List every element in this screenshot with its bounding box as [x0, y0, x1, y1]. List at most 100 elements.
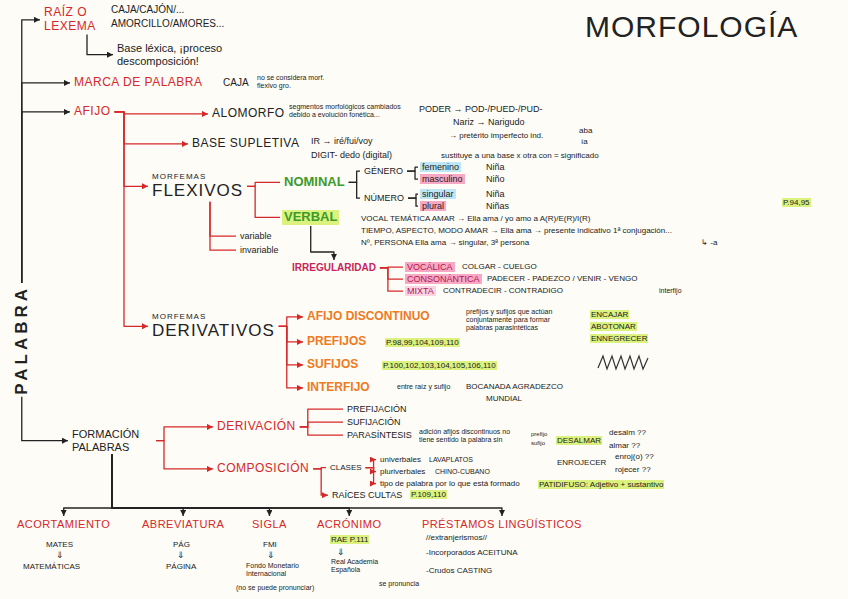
- concept-node: SIGLA: [250, 518, 289, 531]
- node-text: VERBAL: [284, 210, 337, 225]
- node-text: GÉNERO: [364, 166, 403, 176]
- node-text: AFIJO DISCONTINUO: [307, 310, 430, 324]
- node-text: MIXTA: [407, 286, 434, 296]
- node-text: RAÍZ O LEXEMA: [44, 6, 106, 34]
- concept-node: COMPOSICIÓN: [215, 462, 311, 476]
- node-text: ALOMORFO: [212, 107, 285, 121]
- note-text: (no se puede pronunciar): [235, 584, 315, 592]
- note-text: P.109,110: [410, 490, 447, 499]
- connector: [22, 83, 70, 283]
- connector: [300, 422, 343, 427]
- concept-node: tipo de palabra por lo que está formado: [378, 479, 522, 488]
- scribble: [598, 356, 648, 369]
- note-text: P.98,99,104,109,110: [385, 338, 460, 347]
- node-text: invariable: [240, 245, 279, 255]
- note-text: se pronuncia: [378, 580, 420, 588]
- note-text: //extranjerismos//: [425, 533, 488, 542]
- connector: [279, 326, 303, 388]
- node-text: Base léxica, ¡proceso descomposición!: [117, 42, 247, 67]
- connector: [366, 460, 376, 468]
- concept-node: femenino: [420, 162, 461, 172]
- node-text: singular: [422, 189, 454, 199]
- node-text: FLEXIVOS: [152, 181, 243, 201]
- concept-node: BASE SUPLETIVA: [190, 137, 301, 151]
- connector: [210, 202, 236, 250]
- concept-node: SUFIJOS: [305, 358, 360, 372]
- note-text: Niñas: [485, 201, 510, 211]
- note-text: prefijos y sufijos que actúan conjuntame…: [465, 308, 577, 332]
- note-text: Niño: [485, 174, 506, 184]
- note-text: LAVAPLATOS: [428, 456, 474, 464]
- node-text: COMPOSICIÓN: [217, 462, 309, 476]
- note-text: ⇓: [266, 550, 276, 560]
- note-text: PADECER - PADEZCO / VENIR - VENGO: [486, 274, 638, 283]
- concept-node: ACRÓNIMO: [315, 518, 384, 531]
- note-text: DESALMAR: [556, 436, 602, 445]
- concept-node: masculino: [420, 174, 465, 184]
- node-text: MARCA DE PALABRA: [74, 76, 202, 90]
- node-text: DERIVATIVOS: [152, 321, 275, 341]
- node-text: FORMACIÓN PALABRAS: [72, 428, 152, 453]
- note-text: Nº, PERSONA Ella ama → singular, 3ª pers…: [360, 238, 530, 247]
- note-text: TIEMPO, ASPECTO, MODO AMAR → Ella ama → …: [360, 226, 673, 235]
- connector: [313, 469, 328, 495]
- note-text: segmentos morfológicos cambiados debido …: [288, 103, 415, 119]
- note-text: ía: [580, 137, 589, 146]
- note-text: ENCAJAR: [590, 310, 629, 319]
- node-text: SUFIJOS: [307, 358, 358, 372]
- note-text: → pretérito imperfecto ind.: [448, 131, 544, 140]
- note-text: Niña: [485, 189, 506, 199]
- note-text: sustituye a una base x otra con = signif…: [440, 151, 600, 160]
- node-text: MORFEMAS: [152, 312, 275, 321]
- note-text: MATES: [45, 540, 74, 549]
- connector: [300, 409, 343, 427]
- connector: [407, 171, 418, 179]
- node-text: masculino: [422, 174, 463, 184]
- page-title: MORFOLOGÍA: [585, 10, 798, 45]
- connector: [300, 427, 343, 435]
- node-text: PALABRA: [12, 285, 32, 395]
- note-text: FMI: [262, 540, 278, 549]
- connector: [112, 454, 183, 516]
- connector: [22, 112, 70, 283]
- note-text: MATEMÁTICAS: [22, 562, 81, 571]
- note-text: VOCAL TEMÁTICA AMAR → Ella ama / yo amo …: [360, 214, 591, 223]
- note-text: CAJA: [222, 77, 250, 89]
- connector: [349, 171, 360, 182]
- note-text: Fondo Monetario Internacional: [245, 562, 317, 578]
- concept-node: ABREVIATURA: [140, 518, 226, 531]
- note-text: Nariz → Narigudo: [452, 117, 526, 127]
- note-text: aba: [578, 126, 593, 135]
- note-text: no se considera morf. flexivo gro.: [256, 74, 330, 90]
- node-text: PREFIJACIÓN: [347, 404, 407, 414]
- concept-node: singular: [420, 189, 456, 199]
- connector: [156, 441, 213, 469]
- concept-node: VOCÁLICA: [405, 262, 455, 272]
- concept-heading: AFIJO: [72, 105, 113, 119]
- note-text: CONTRADECIR - CONTRADIGO: [442, 286, 564, 295]
- node-text: plural: [422, 201, 444, 211]
- concept-node: univerbales: [378, 455, 423, 464]
- node-text: PRÉSTAMOS LINGÜÍSTICOS: [422, 518, 582, 531]
- node-text: INTERFIJO: [307, 381, 370, 395]
- concept-note: Base léxica, ¡proceso descomposición!: [115, 42, 249, 67]
- note-text: CHINO-CUBANO: [434, 468, 491, 476]
- connector: [115, 112, 188, 144]
- concept-heading: MORFEMASFLEXIVOS: [150, 172, 245, 201]
- node-text: SUFIJACIÓN: [347, 417, 401, 427]
- note-text: adición afijos discontinuos no tiene sen…: [418, 428, 528, 444]
- concept-node: PREFIJOS: [305, 335, 368, 349]
- note-text: desalm ??: [608, 428, 647, 437]
- node-text: variable: [240, 231, 272, 241]
- node-text: NÚMERO: [364, 193, 404, 203]
- connector: [115, 112, 208, 114]
- node-text: ACORTAMIENTO: [17, 518, 110, 531]
- connector: [22, 397, 68, 441]
- concept-node: VERBAL: [282, 210, 339, 225]
- concept-node: PREFIJACIÓN: [345, 404, 409, 414]
- concept-node: DERIVACIÓN: [215, 420, 298, 434]
- note-text: Niña: [485, 162, 506, 172]
- note-text: COLGAR - CUELGO: [461, 262, 538, 271]
